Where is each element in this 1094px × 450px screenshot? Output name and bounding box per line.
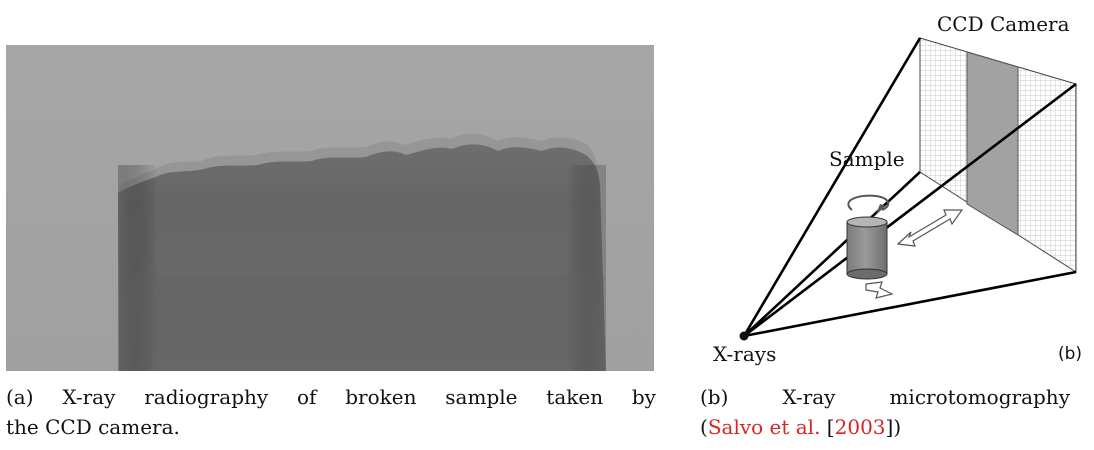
citation-bracket-close: ] (885, 415, 894, 439)
caption-a-word: by (631, 385, 656, 409)
citation-year-link[interactable]: 2003 (834, 415, 886, 439)
caption-b: (b) X-ray microtomography (Salvo et al. … (700, 382, 1070, 442)
xray-beams (742, 37, 1077, 338)
caption-b-word: X-ray (782, 385, 836, 409)
ccd-camera-label: CCD Camera (937, 12, 1070, 36)
setup-schematic (739, 37, 1077, 341)
caption-b-label: (b) (700, 385, 729, 409)
caption-a-word: broken (345, 385, 417, 409)
base-rotation-arrow (865, 281, 894, 299)
caption-b-word: microtomography (889, 385, 1070, 409)
sample-label: Sample (829, 147, 905, 171)
caption-a-line-2: the CCD camera. (6, 415, 180, 439)
caption-a-word: radiography (144, 385, 269, 409)
caption-b-line-1: (b) X-ray microtomography (700, 382, 1070, 412)
sample-lower-shading (120, 275, 604, 371)
caption-a-word: X-ray (62, 385, 116, 409)
caption-a-label: (a) (6, 385, 34, 409)
xrays-label: X-rays (713, 342, 777, 366)
caption-a-word: of (297, 385, 317, 409)
xray-source-point (739, 331, 749, 341)
radiograph-graphic (118, 133, 606, 371)
radiograph-image (6, 45, 654, 371)
ccd-sensor-strip (966, 51, 1019, 236)
microtomography-diagram: CCD Camera Sample X-rays (b) (700, 0, 1094, 380)
panel-b-tag: (b) (1058, 344, 1083, 364)
caption-b-open-paren: ( (700, 415, 708, 439)
rotation-arrowhead (876, 204, 886, 214)
caption-b-line-2: (Salvo et al. [2003]) (700, 412, 1070, 442)
citation-bracket-open: [ (820, 415, 835, 439)
caption-b-close-paren: ) (893, 415, 902, 439)
caption-a-line-1: (a) X-ray radiography of broken sample t… (6, 382, 656, 412)
translation-arrow (896, 209, 964, 247)
caption-a: (a) X-ray radiography of broken sample t… (6, 382, 656, 442)
citation-authors-link[interactable]: Salvo et al. (707, 415, 821, 439)
sample-cylinder (846, 216, 888, 280)
rotation-arrow (847, 194, 890, 211)
caption-a-word: sample (445, 385, 518, 409)
sample-edge-shading (118, 165, 606, 371)
caption-a-word: taken (546, 385, 604, 409)
